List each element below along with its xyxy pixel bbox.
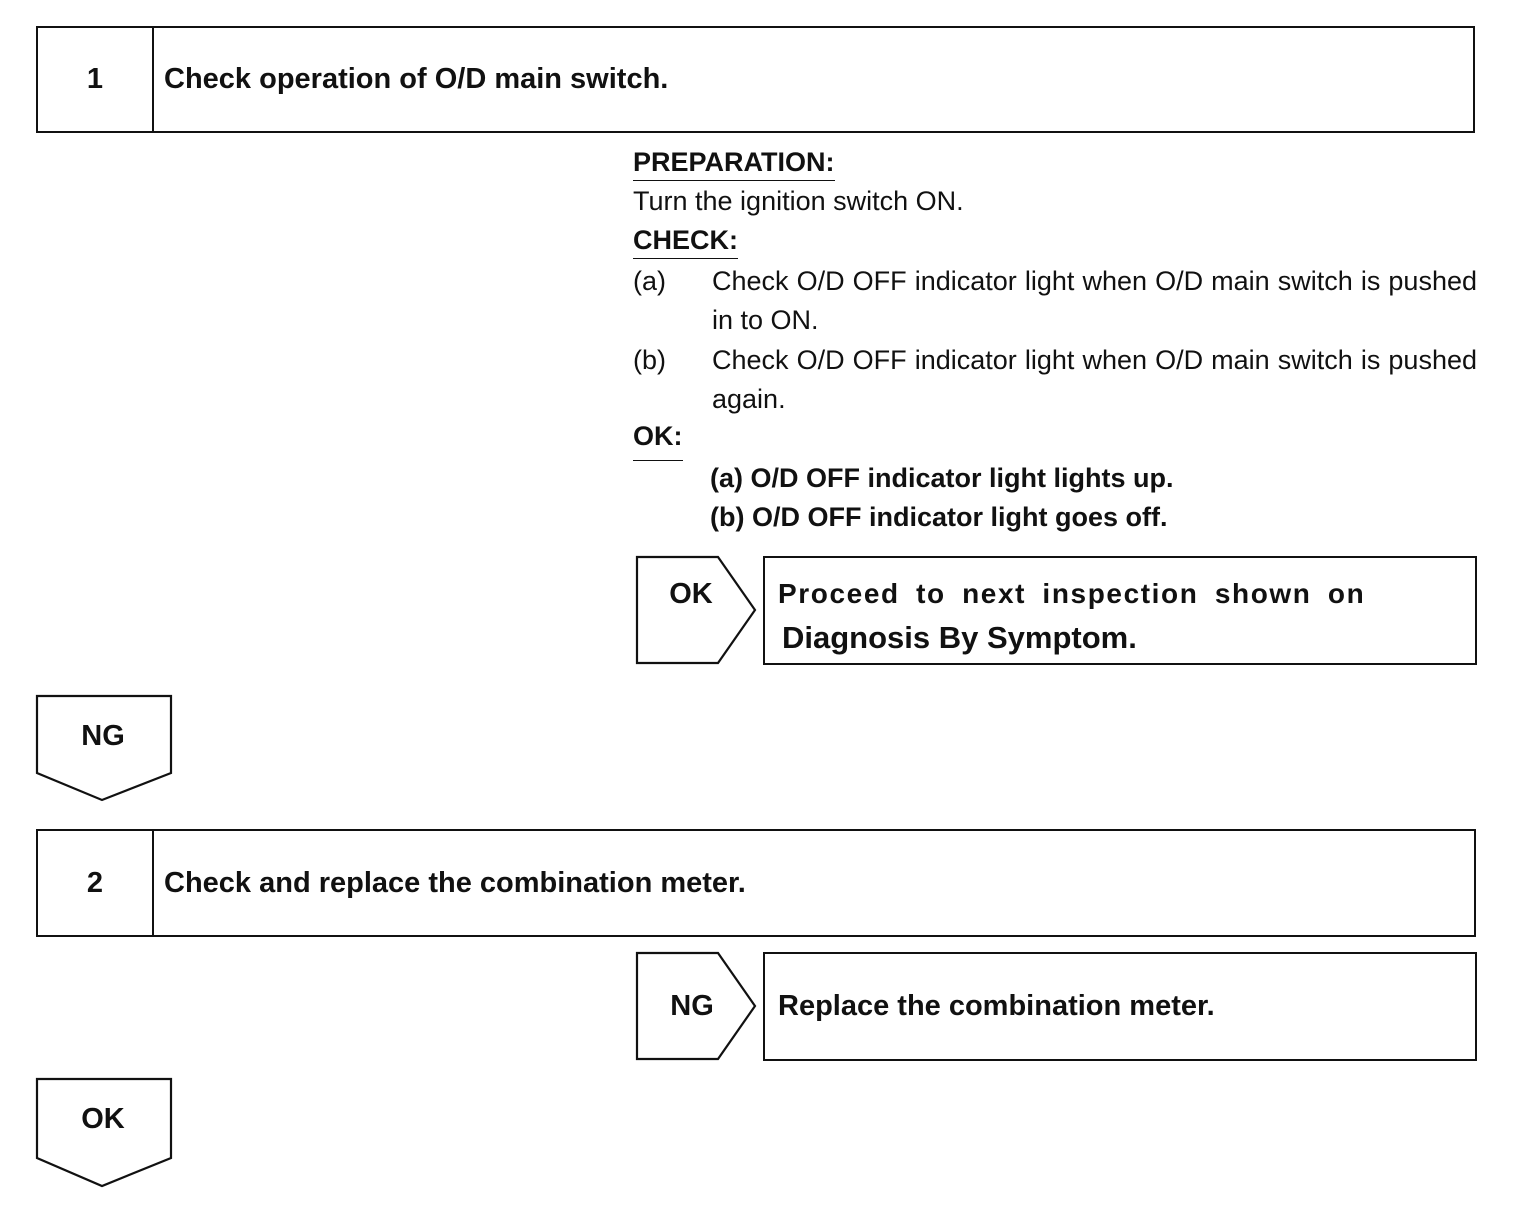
step-1-header: 1 Check operation of O/D main switch. bbox=[36, 26, 1475, 133]
ok-branch-result-line2: Diagnosis By Symptom. bbox=[782, 620, 1137, 655]
ng-down-label: NG bbox=[81, 720, 125, 752]
ok-down-arrow bbox=[35, 1077, 173, 1188]
ok-result-b: (b) O/D OFF indicator light goes off. bbox=[710, 502, 1168, 532]
check-heading: CHECK: bbox=[633, 224, 738, 259]
step-number: 1 bbox=[38, 28, 154, 131]
ok-heading: OK: bbox=[633, 420, 683, 461]
check-section: CHECK: bbox=[633, 224, 1478, 259]
ok-branch-result-box: Proceed to next inspection shown on Diag… bbox=[763, 556, 1477, 665]
check-item-text: Check O/D OFF indicator light when O/D m… bbox=[712, 266, 1477, 335]
ng-branch-result-box: Replace the combination meter. bbox=[763, 952, 1477, 1061]
check-item-label: (a) bbox=[633, 266, 666, 296]
ok-criteria-section: OK: bbox=[633, 420, 1478, 461]
ok-result-a: (a) O/D OFF indicator light lights up. bbox=[710, 463, 1174, 493]
ok-branch-label: OK bbox=[669, 578, 713, 610]
step-2-header: 2 Check and replace the combination mete… bbox=[36, 829, 1476, 937]
ng-branch-label: NG bbox=[670, 990, 714, 1022]
step-title: Check operation of O/D main switch. bbox=[164, 63, 669, 95]
preparation-heading: PREPARATION: bbox=[633, 146, 835, 181]
ng-down-arrow bbox=[35, 694, 173, 802]
ok-down-label: OK bbox=[81, 1103, 125, 1135]
check-item-text: Check O/D OFF indicator light when O/D m… bbox=[712, 345, 1477, 414]
step-number: 2 bbox=[38, 831, 154, 935]
ng-branch-arrow bbox=[635, 951, 757, 1061]
ng-branch-result-text: Replace the combination meter. bbox=[778, 990, 1215, 1022]
ok-branch-result-line1: Proceed to next inspection shown on bbox=[778, 578, 1366, 609]
check-item-label: (b) bbox=[633, 345, 666, 375]
step-title: Check and replace the combination meter. bbox=[164, 866, 746, 899]
ok-branch-arrow bbox=[635, 555, 757, 665]
preparation-section: PREPARATION: Turn the ignition switch ON… bbox=[633, 146, 1478, 217]
preparation-text: Turn the ignition switch ON. bbox=[633, 186, 964, 216]
